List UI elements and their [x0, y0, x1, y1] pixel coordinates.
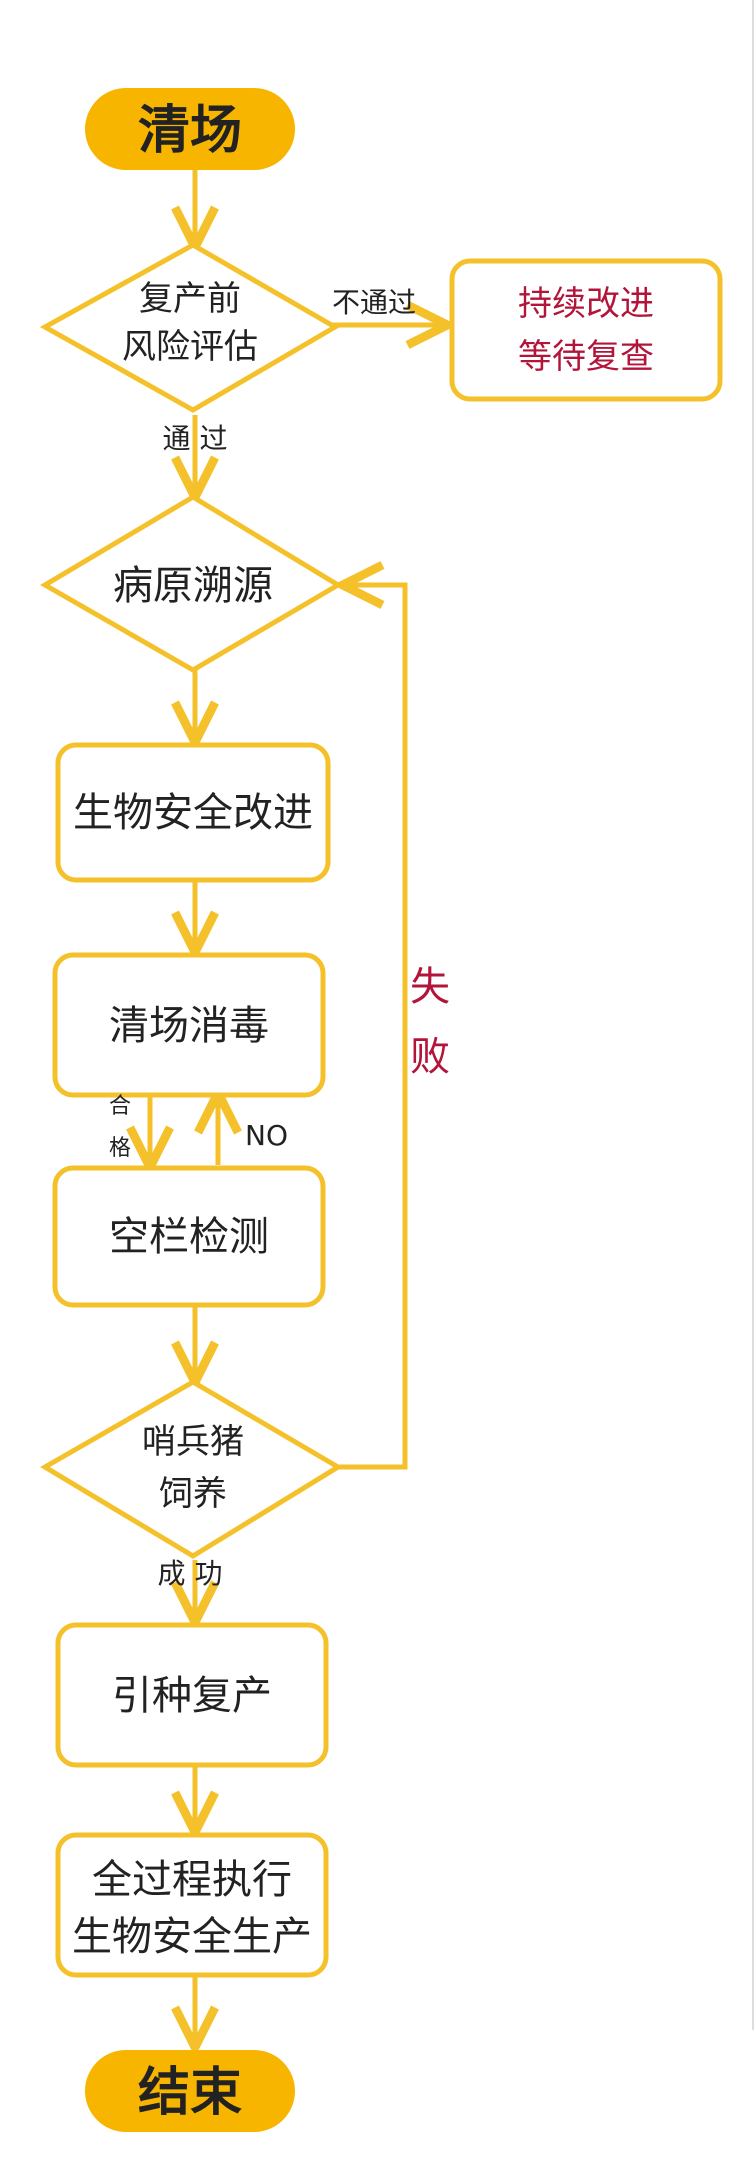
final-node: [55, 1832, 329, 1978]
disinfect-node: [52, 952, 326, 1098]
restock-label: 引种复产: [112, 1673, 272, 1719]
edge-label-fail-pass: 不通过: [332, 286, 416, 319]
end-node: [85, 2050, 295, 2132]
edge-label-pass: 通 过: [163, 422, 228, 455]
test-node: [52, 1165, 326, 1308]
restock-node: [55, 1622, 329, 1768]
biosec-node: [55, 742, 331, 883]
end-label: 结束: [138, 2063, 242, 2123]
improve-node: [449, 258, 723, 402]
disinfect-label: 清场消毒: [109, 1003, 269, 1049]
improve-label-line1: 持续改进: [518, 284, 654, 324]
start-node: [85, 88, 295, 170]
biosec-label: 生物安全改进: [73, 790, 313, 836]
risk-decision: [39, 242, 340, 413]
edge-label-qualified-2: 格: [109, 1136, 131, 1161]
final-label-line2: 生物安全生产: [72, 1914, 312, 1960]
edge-label-no: NO: [245, 1119, 288, 1152]
test-label: 空栏检测: [109, 1214, 269, 1260]
risk-label-line2: 风险评估: [122, 327, 258, 367]
final-label-line1: 全过程执行: [92, 1857, 292, 1903]
connectors: [150, 170, 445, 2045]
edge-label-failure-1: 失: [410, 964, 450, 1010]
start-label: 清场: [138, 101, 242, 161]
arrow-failure-loop: [335, 585, 408, 1470]
edge-label-qualified-1: 合: [109, 1094, 131, 1119]
trace-label: 病原溯源: [113, 563, 273, 609]
sentinel-decision: [40, 1379, 343, 1559]
sentinel-label-line2: 饲养: [159, 1474, 227, 1514]
trace-decision: [40, 494, 343, 673]
edge-label-failure-2: 败: [410, 1034, 450, 1080]
improve-label-line2: 等待复查: [518, 337, 654, 377]
edge-label-success: 成 功: [158, 1557, 223, 1590]
sentinel-label-line1: 哨兵猪: [142, 1422, 244, 1462]
risk-label-line1: 复产前: [139, 279, 241, 319]
